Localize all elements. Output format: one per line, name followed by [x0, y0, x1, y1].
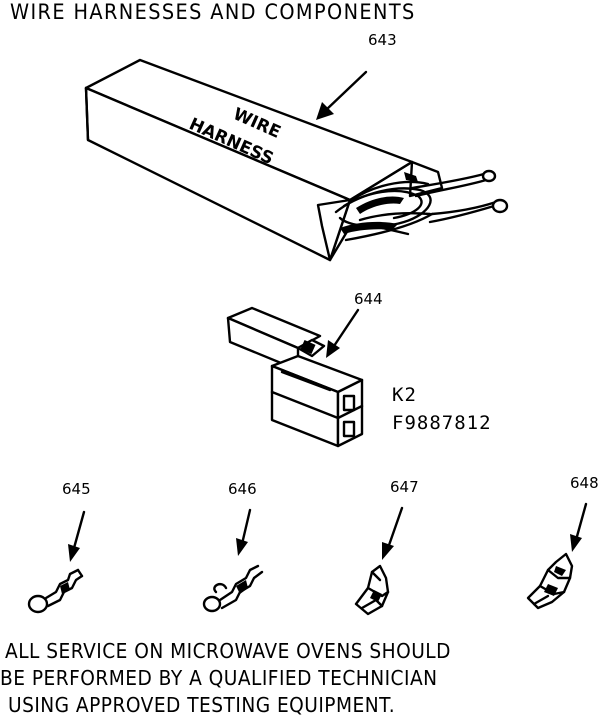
terminal-645: [27, 510, 86, 614]
part-number-648: 648: [570, 474, 599, 492]
diagram-title: WIRE HARNESSES AND COMPONENTS: [10, 0, 416, 24]
connector-part-number: F9887812: [392, 412, 492, 434]
part-number-645: 645: [62, 480, 91, 498]
terminal-647: [354, 506, 404, 616]
connector-644: [226, 306, 364, 448]
part-number-644: 644: [354, 290, 383, 308]
leader-arrow-644: [326, 308, 360, 358]
leader-arrow-643: [316, 70, 368, 120]
terminal-648: [526, 502, 588, 610]
service-notice-line-2: BE PERFORMED BY A QUALIFIED TECHNICIAN: [0, 666, 438, 690]
service-notice-line-3: USING APPROVED TESTING EQUIPMENT.: [8, 693, 396, 717]
terminal-646: [202, 508, 264, 613]
part-number-647: 647: [390, 478, 419, 496]
wire-harness-box: WIRE HARNESS: [84, 58, 509, 262]
service-notice-line-1: ALL SERVICE ON MICROWAVE OVENS SHOULD: [5, 639, 451, 663]
connector-code: K2: [392, 384, 417, 406]
part-number-646: 646: [228, 480, 257, 498]
part-number-643: 643: [368, 31, 397, 49]
